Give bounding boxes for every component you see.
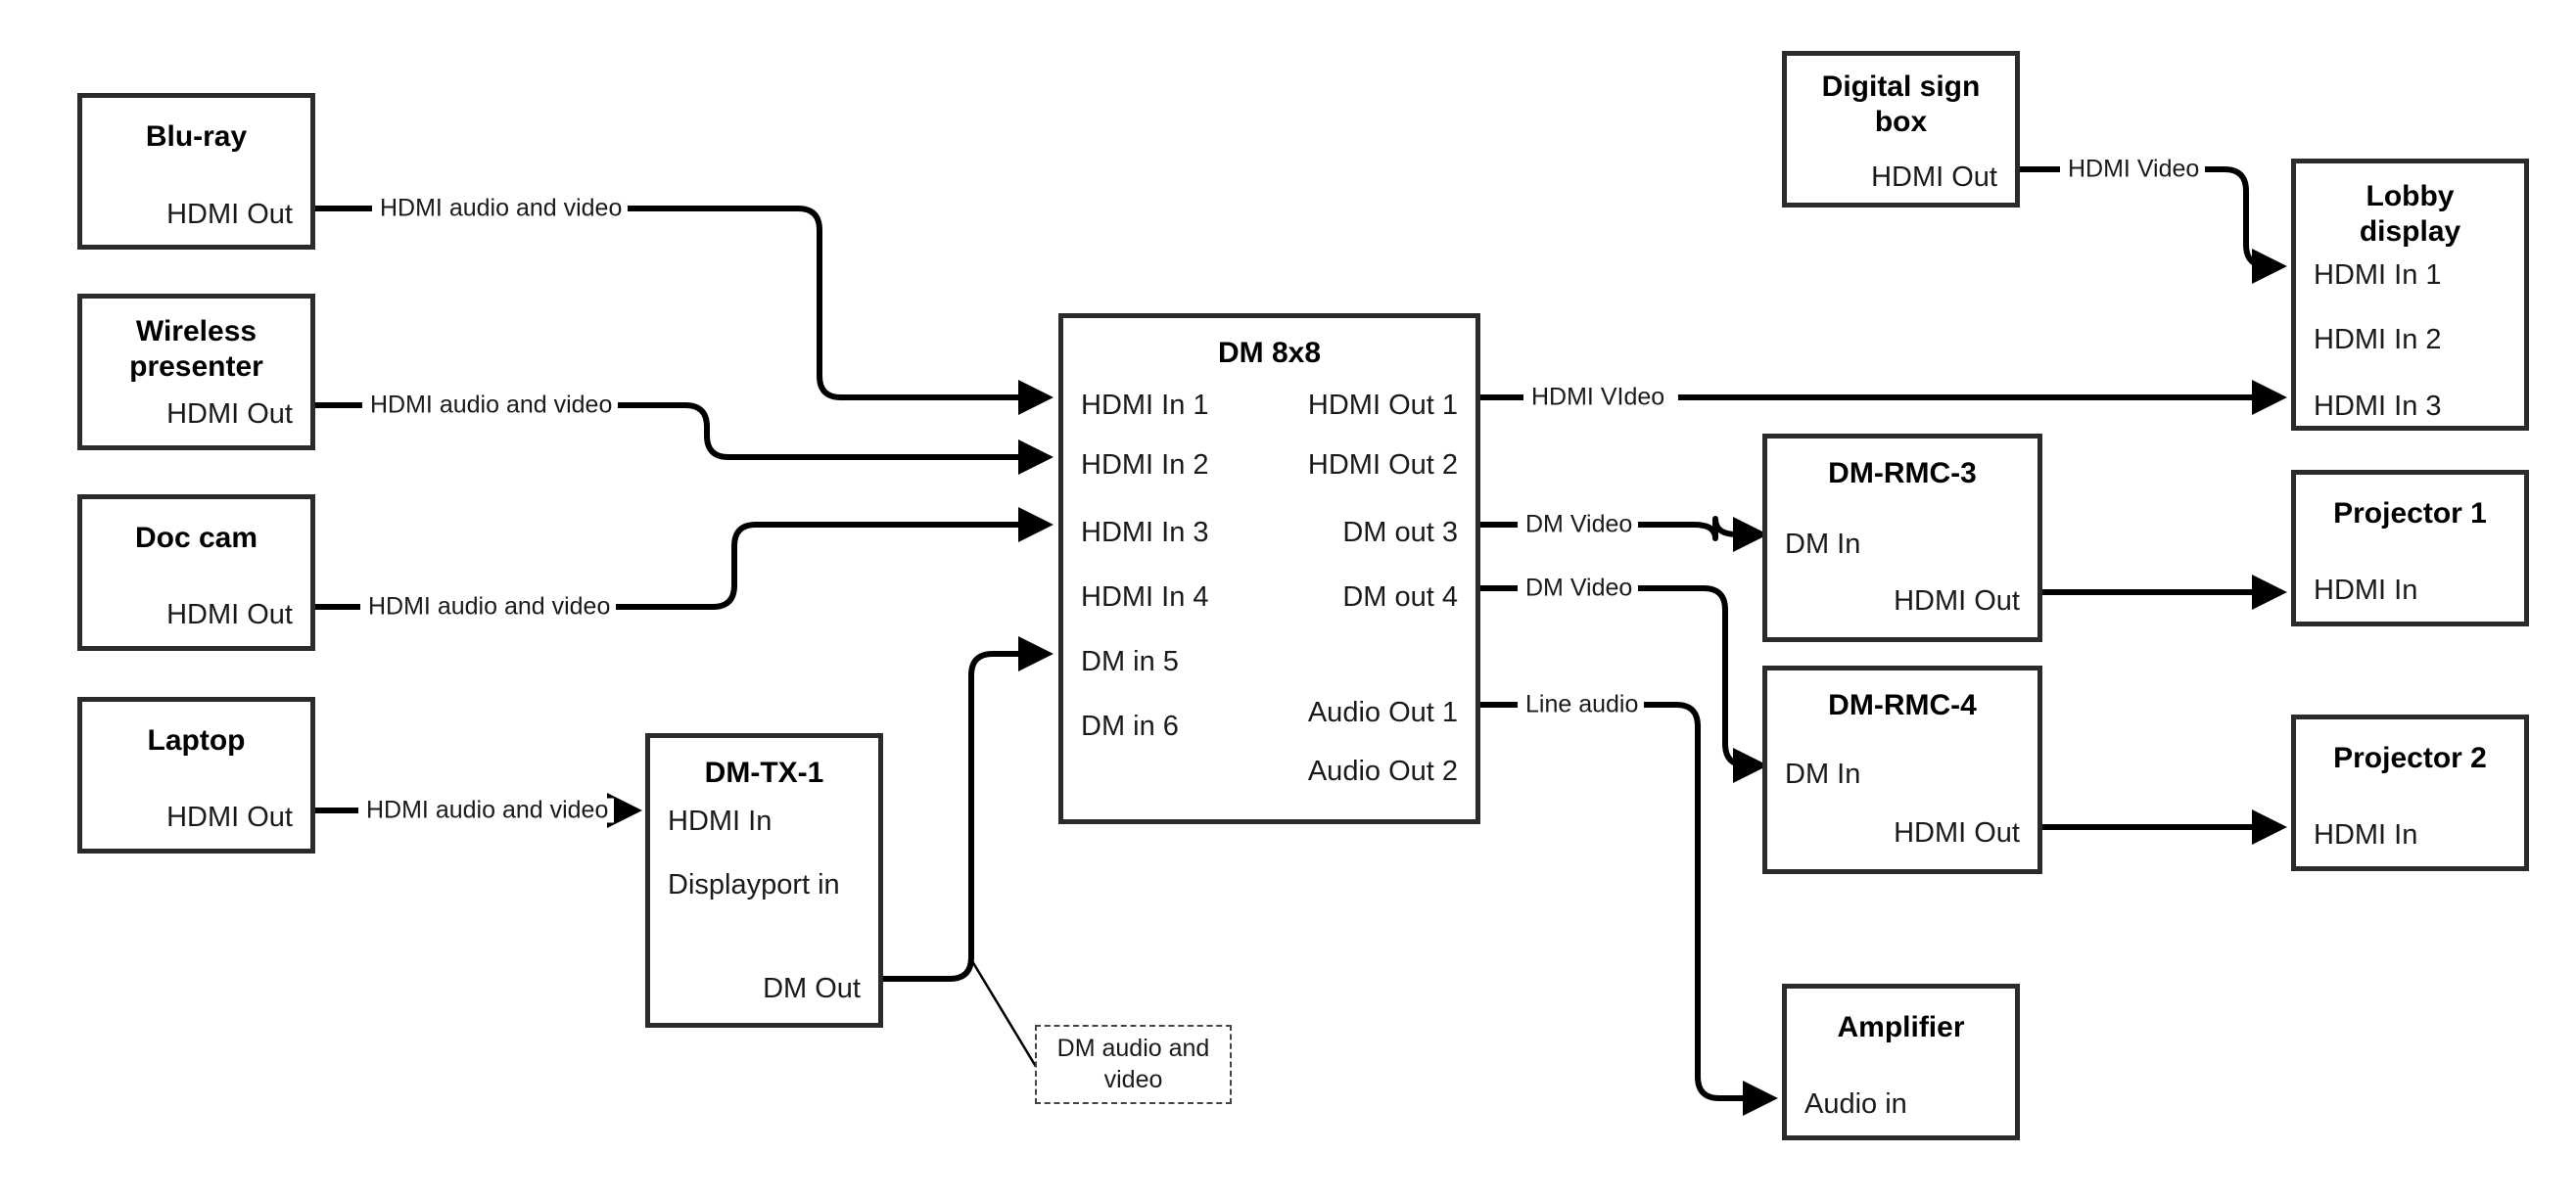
- node-bluray-title: Blu-ray: [145, 120, 248, 153]
- node-dm-tx-1[interactable]: DM-TX-1 HDMI In Displayport in DM Out: [645, 733, 883, 1028]
- node-lobby-display-input-hdmi-in-2[interactable]: HDMI In 2: [2314, 324, 2442, 355]
- node-lobby-display-title-line2: display: [2359, 215, 2461, 248]
- node-dm-8x8-input-dm-in-5[interactable]: DM in 5: [1081, 646, 1179, 677]
- node-projector-2-title: Projector 2: [2333, 742, 2487, 774]
- wire-dmtx1-to-dm8x8: [883, 636, 1054, 982]
- node-projector-1-title: Projector 1: [2333, 497, 2487, 530]
- wire-dmout4-to-rmc4: [1480, 585, 1762, 765]
- node-dm-tx-1-title: DM-TX-1: [704, 757, 824, 789]
- node-projector-1-port-hdmi-in[interactable]: HDMI In: [2314, 575, 2418, 606]
- edge-label-wireless-to-dm8x8: HDMI audio and video: [364, 393, 619, 418]
- node-dm-8x8-input-hdmi-in-2[interactable]: HDMI In 2: [1081, 449, 1209, 481]
- node-laptop[interactable]: Laptop HDMI Out: [77, 697, 315, 854]
- node-dm-8x8[interactable]: DM 8x8 HDMI In 1 HDMI In 2 HDMI In 3 HDM…: [1058, 313, 1480, 824]
- edge-label-audioout1-to-amplifier: Line audio: [1520, 692, 1645, 717]
- node-projector-1[interactable]: Projector 1 HDMI In: [2291, 470, 2529, 626]
- node-dm-rmc-4[interactable]: DM-RMC-4 DM In HDMI Out: [1762, 666, 2042, 874]
- node-dm-tx-1-port-hdmi-in[interactable]: HDMI In: [668, 806, 773, 837]
- node-lobby-display-input-hdmi-in-1[interactable]: HDMI In 1: [2314, 259, 2442, 291]
- node-dm-rmc-4-port-dm-in[interactable]: DM In: [1785, 759, 1861, 790]
- node-dm-tx-1-port-displayport-in[interactable]: Displayport in: [668, 869, 840, 901]
- callout-dm-audio-and-video: DM audio and video: [1035, 1025, 1232, 1104]
- node-bluray-port-hdmi-out[interactable]: HDMI Out: [166, 199, 293, 230]
- node-dm-8x8-output-hdmi-out-2[interactable]: HDMI Out 2: [1307, 449, 1458, 481]
- node-projector-2[interactable]: Projector 2 HDMI In: [2291, 715, 2529, 871]
- node-dm-8x8-input-dm-in-6[interactable]: DM in 6: [1081, 711, 1179, 742]
- node-laptop-port-hdmi-out[interactable]: HDMI Out: [166, 802, 293, 833]
- node-dm-rmc-4-port-hdmi-out[interactable]: HDMI Out: [1894, 817, 2020, 849]
- node-wireless-presenter[interactable]: Wireless presenter HDMI Out: [77, 294, 315, 450]
- node-dm-8x8-input-hdmi-in-4[interactable]: HDMI In 4: [1081, 581, 1209, 613]
- node-doc-cam-port-hdmi-out[interactable]: HDMI Out: [166, 599, 293, 630]
- node-dm-rmc-3-port-dm-in[interactable]: DM In: [1785, 529, 1861, 560]
- edge-label-digitalsign-to-lobby: HDMI Video: [2062, 157, 2206, 182]
- edge-label-hdmiout1-to-lobby: HDMI VIdeo: [1525, 385, 1671, 410]
- node-amplifier-port-audio-in[interactable]: Audio in: [1804, 1088, 1907, 1120]
- node-doc-cam-title: Doc cam: [134, 522, 258, 554]
- node-wireless-presenter-port-hdmi-out[interactable]: HDMI Out: [166, 398, 293, 430]
- leader-dm-audio-video-callout: [970, 960, 1040, 1071]
- node-wireless-presenter-title-line2: presenter: [129, 350, 263, 383]
- node-doc-cam[interactable]: Doc cam HDMI Out: [77, 494, 315, 651]
- node-dm-rmc-3-title: DM-RMC-3: [1828, 457, 1977, 489]
- node-lobby-display-input-hdmi-in-3[interactable]: HDMI In 3: [2314, 391, 2442, 422]
- wire-audioout1-to-amplifier: [1480, 702, 1772, 1098]
- node-dm-rmc-3-port-hdmi-out[interactable]: HDMI Out: [1894, 585, 2020, 617]
- node-dm-8x8-output-dm-out-4[interactable]: DM out 4: [1342, 581, 1458, 613]
- node-dm-rmc-4-title: DM-RMC-4: [1828, 689, 1977, 721]
- node-dm-8x8-output-hdmi-out-1[interactable]: HDMI Out 1: [1307, 390, 1458, 421]
- node-dm-8x8-input-hdmi-in-1[interactable]: HDMI In 1: [1081, 390, 1209, 421]
- node-projector-2-port-hdmi-in[interactable]: HDMI In: [2314, 819, 2418, 851]
- edge-label-bluray-to-dm8x8: HDMI audio and video: [374, 196, 629, 221]
- wire-digitalsign-to-lobby: [2020, 166, 2281, 266]
- node-amplifier-title: Amplifier: [1837, 1011, 1965, 1043]
- node-dm-8x8-output-dm-out-3[interactable]: DM out 3: [1342, 517, 1458, 548]
- node-dm-8x8-output-audio-out-1[interactable]: Audio Out 1: [1307, 697, 1458, 728]
- node-wireless-presenter-title-line1: Wireless: [135, 315, 258, 347]
- edge-label-doccam-to-dm8x8: HDMI audio and video: [362, 594, 617, 620]
- node-lobby-display[interactable]: Lobby display HDMI In 1 HDMI In 2 HDMI I…: [2291, 159, 2529, 431]
- node-bluray[interactable]: Blu-ray HDMI Out: [77, 93, 315, 250]
- wire-bluray-to-dm8x8: [315, 206, 1048, 397]
- edge-label-laptop-to-dmtx1: HDMI audio and video: [360, 798, 615, 823]
- node-laptop-title: Laptop: [147, 724, 246, 757]
- node-digital-sign-box-title-line1: Digital sign: [1821, 70, 1981, 103]
- node-digital-sign-box-title-line2: box: [1874, 106, 1928, 138]
- node-digital-sign-box-port-hdmi-out[interactable]: HDMI Out: [1871, 162, 1997, 193]
- node-dm-rmc-3[interactable]: DM-RMC-3 DM In HDMI Out: [1762, 434, 2042, 642]
- node-dm-8x8-input-hdmi-in-3[interactable]: HDMI In 3: [1081, 517, 1209, 548]
- edge-label-dmout3-to-rmc3: DM Video: [1520, 512, 1639, 537]
- node-dm-8x8-title: DM 8x8: [1217, 337, 1322, 369]
- edge-label-dmout4-to-rmc4: DM Video: [1520, 576, 1639, 601]
- node-dm-tx-1-port-dm-out[interactable]: DM Out: [763, 973, 861, 1004]
- node-dm-8x8-output-audio-out-2[interactable]: Audio Out 2: [1307, 756, 1458, 787]
- node-digital-sign-box[interactable]: Digital sign box HDMI Out: [1782, 51, 2020, 208]
- node-lobby-display-title-line1: Lobby: [2365, 180, 2455, 212]
- node-amplifier[interactable]: Amplifier Audio in: [1782, 984, 2020, 1140]
